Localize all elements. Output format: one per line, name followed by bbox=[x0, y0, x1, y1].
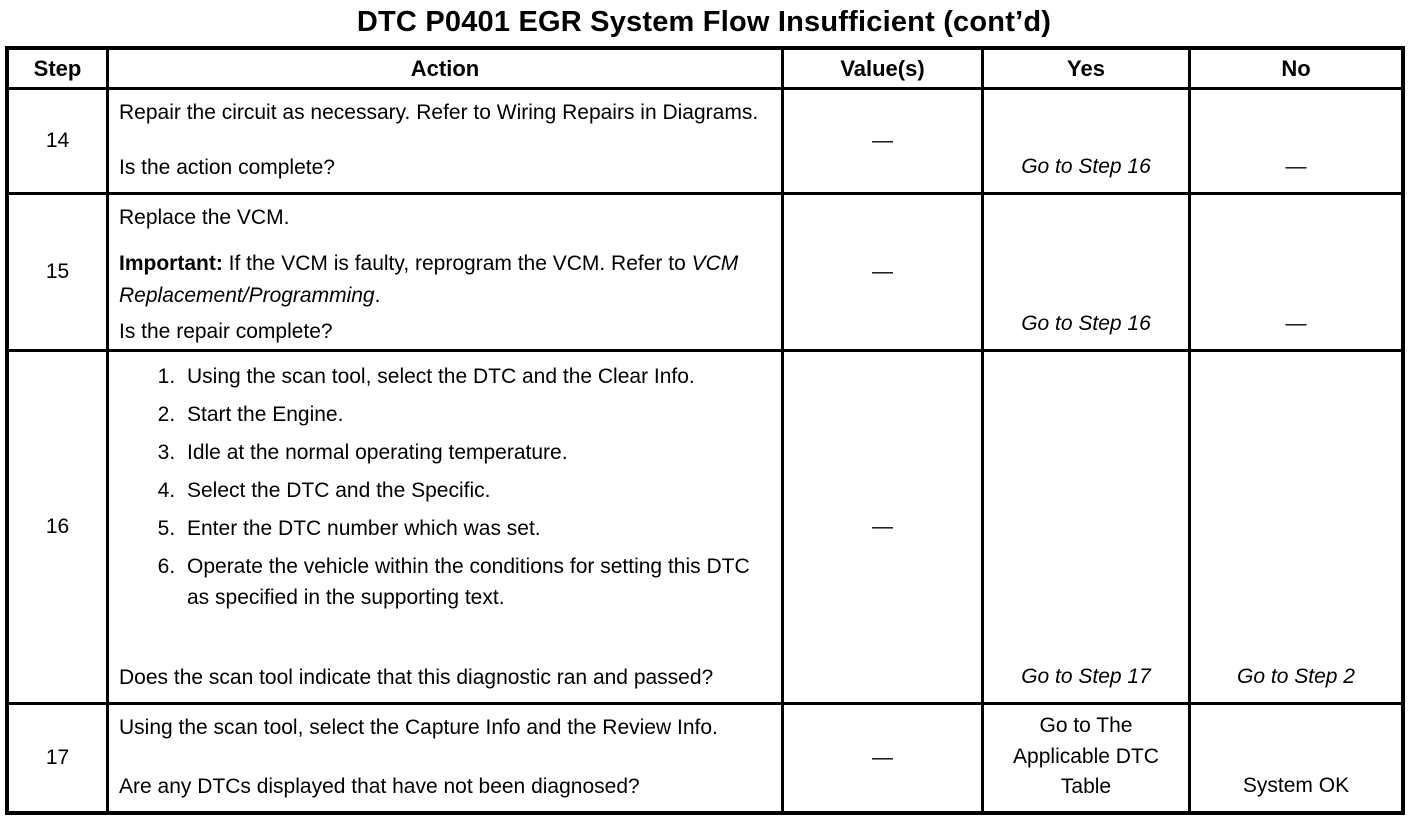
no-directive: System OK bbox=[1242, 774, 1350, 798]
yes-cell-15: Go to Step 16 bbox=[984, 195, 1188, 349]
action-question: Does the scan tool indicate that this di… bbox=[119, 666, 714, 690]
no-directive: Go to Step 2 bbox=[1237, 665, 1355, 689]
yes-cell-17: Go to The Applicable DTC Table bbox=[984, 705, 1188, 811]
column-header-yes: Yes bbox=[984, 50, 1188, 87]
action-cell-15: Replace the VCM. Important: If the VCM i… bbox=[109, 195, 781, 349]
page-title: DTC P0401 EGR System Flow Insufficient (… bbox=[356, 6, 1052, 38]
yes-directive: Go to The Applicable DTC Table bbox=[1013, 714, 1159, 799]
numbered-instruction-list: Using the scan tool, select the DTC and … bbox=[119, 361, 773, 620]
action-question: Are any DTCs displayed that have not bee… bbox=[119, 775, 640, 799]
list-item: Select the DTC and the Specific. bbox=[181, 475, 773, 507]
column-header-values: Value(s) bbox=[784, 50, 981, 87]
column-header-step: Step bbox=[9, 50, 106, 87]
yes-directive: Go to Step 16 bbox=[1021, 312, 1151, 336]
value-cell-15: — bbox=[784, 195, 981, 349]
value-cell-16: — bbox=[784, 352, 981, 702]
step-number-14: 14 bbox=[9, 90, 106, 192]
action-question: Is the action complete? bbox=[119, 156, 335, 180]
no-cell-14: — bbox=[1191, 90, 1401, 192]
action-text: Replace the VCM. bbox=[119, 206, 290, 229]
list-item: Idle at the normal operating temperature… bbox=[181, 437, 773, 469]
no-cell-17: System OK bbox=[1191, 705, 1401, 811]
list-item: Start the Engine. bbox=[181, 399, 773, 431]
diagnostic-table: Step Action Value(s) Yes No 14 Repair th… bbox=[5, 46, 1405, 815]
list-item: Using the scan tool, select the DTC and … bbox=[181, 361, 773, 393]
yes-cell-16: Go to Step 17 bbox=[984, 352, 1188, 702]
no-directive: — bbox=[1285, 312, 1307, 336]
value-cell-17: — bbox=[784, 705, 981, 811]
reference-title: VCM Replacement/Programming bbox=[119, 251, 739, 307]
column-header-no: No bbox=[1191, 50, 1401, 87]
action-cell-17: Using the scan tool, select the Capture … bbox=[109, 705, 781, 811]
no-cell-15: — bbox=[1191, 195, 1401, 349]
column-header-action: Action bbox=[109, 50, 781, 87]
action-question: Is the repair complete? bbox=[119, 319, 333, 343]
important-label: Important: bbox=[119, 251, 223, 275]
action-text: Repair the circuit as necessary. Refer t… bbox=[119, 101, 759, 124]
list-item: Enter the DTC number which was set. bbox=[181, 513, 773, 545]
no-directive: — bbox=[1285, 155, 1307, 179]
action-cell-14: Repair the circuit as necessary. Refer t… bbox=[109, 90, 781, 192]
action-cell-16: Using the scan tool, select the DTC and … bbox=[109, 352, 781, 702]
value-cell-14: — bbox=[784, 90, 981, 192]
yes-cell-14: Go to Step 16 bbox=[984, 90, 1188, 192]
action-text: Using the scan tool, select the Capture … bbox=[119, 716, 718, 739]
step-number-17: 17 bbox=[9, 705, 106, 811]
step-number-15: 15 bbox=[9, 195, 106, 349]
action-important-note: Important: If the VCM is faulty, reprogr… bbox=[119, 251, 739, 307]
step-number-16: 16 bbox=[9, 352, 106, 702]
yes-directive: Go to Step 16 bbox=[1021, 155, 1151, 179]
no-cell-16: Go to Step 2 bbox=[1191, 352, 1401, 702]
yes-directive: Go to Step 17 bbox=[1021, 665, 1151, 689]
list-item: Operate the vehicle within the condition… bbox=[181, 551, 773, 615]
